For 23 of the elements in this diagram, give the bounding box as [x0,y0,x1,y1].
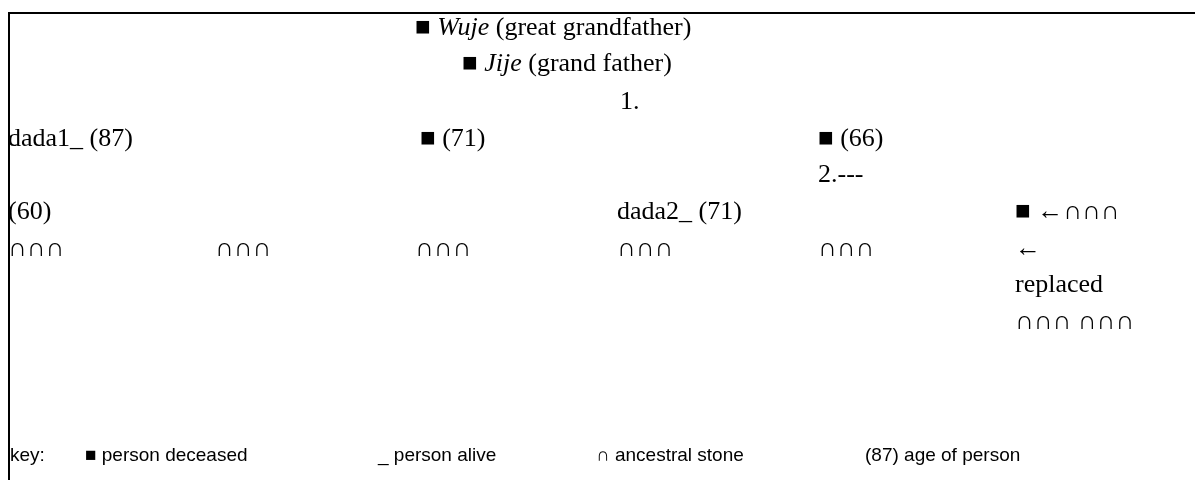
person-label: ■ Jije (grand father) [462,48,672,78]
legend-title: key: [10,443,45,467]
person-label: (60) [8,196,52,226]
legend-item: ∩ ancestral stone [596,443,744,467]
person-label: ■ (66) [818,123,884,153]
ancestral-stone-marks: ∩∩∩ [415,233,472,263]
generation-number: 1. [620,86,640,116]
note: replaced [1015,269,1104,299]
person-label: ■ (71) [420,123,486,153]
person-label: ■ ←∩∩∩ [1015,196,1120,226]
ancestral-stone-marks: ∩∩∩ [818,233,875,263]
person-label: dada1_ (87) [8,123,133,153]
legend-item: (87) age of person [865,443,1021,467]
ancestral-stone-marks: ∩∩∩ [8,233,65,263]
legend-item: ■ person deceased [85,443,248,467]
person-label: dada2_ (71) [617,196,742,226]
generation-number: 2.--- [818,159,864,189]
arrow-symbol: ← [1015,233,1041,263]
ancestral-stone-marks: ∩∩∩ [617,233,674,263]
person-label: ■ Wuje (great grandfather) [415,12,692,42]
legend-item: _ person alive [378,443,497,467]
ancestral-stone-marks: ∩∩∩ [215,233,272,263]
ancestral-stone-marks: ∩∩∩ ∩∩∩ [1015,306,1135,336]
